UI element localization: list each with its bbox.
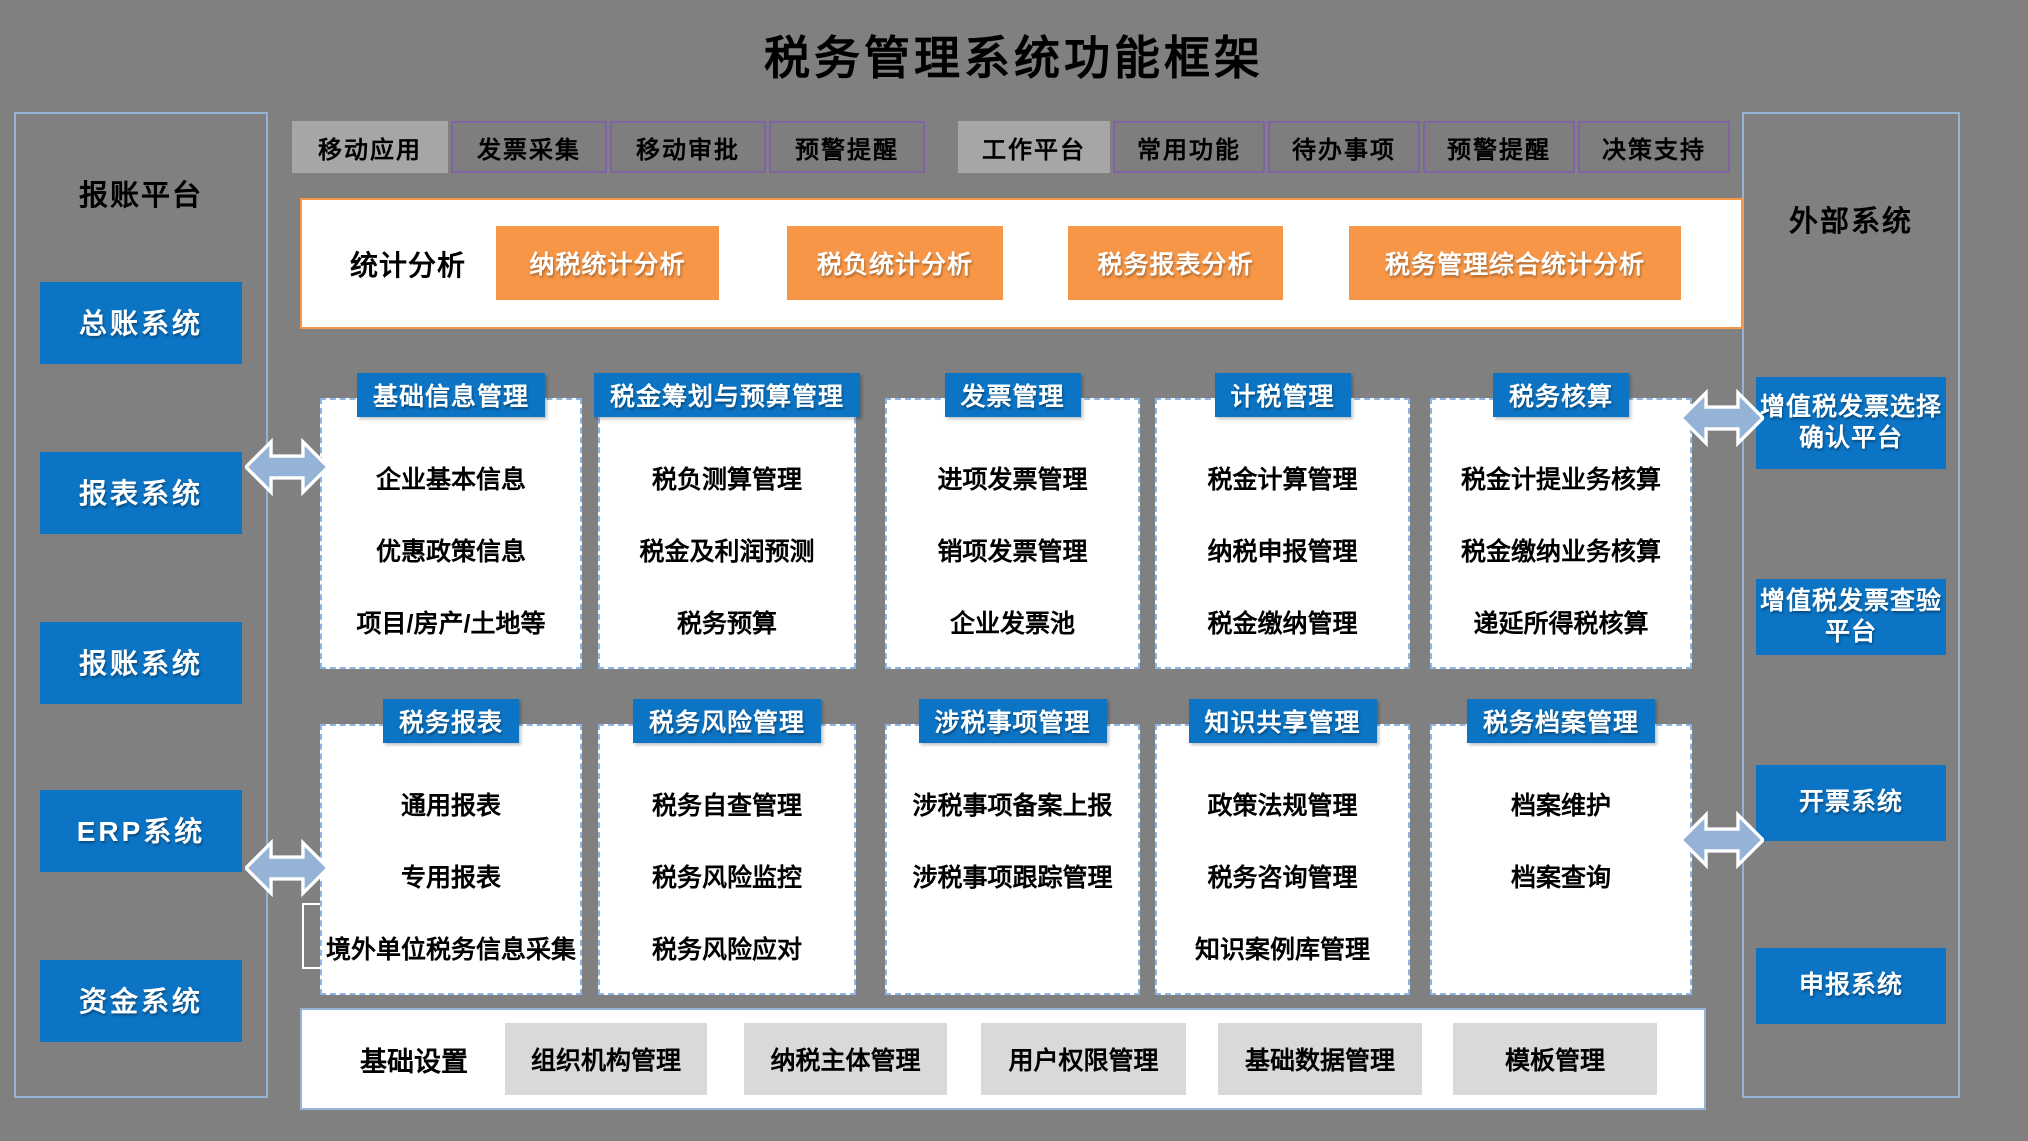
func-header-tax-archives[interactable]: 税务档案管理 [1466, 699, 1656, 743]
func-col-tax-reports: 税务报表 通用报表 专用报表 境外单位税务信息采集 [320, 699, 582, 995]
func-col-tax-accounting: 税务核算 税金计提业务核算 税金缴纳业务核算 递延所得税核算 [1430, 373, 1692, 669]
left-panel-title: 报账平台 [78, 180, 203, 212]
func-item: 税金及利润预测 [639, 538, 815, 566]
tab-mobile-approval[interactable]: 移动审批 [610, 121, 766, 173]
tab-common-functions[interactable]: 常用功能 [1113, 121, 1265, 173]
system-box-reporting[interactable]: 报表系统 [40, 452, 242, 534]
stat-item-tax-payment[interactable]: 纳税统计分析 [496, 226, 719, 300]
func-col-knowledge-sharing: 知识共享管理 政策法规管理 税务咨询管理 知识案例库管理 [1155, 699, 1410, 995]
func-col-tax-calc: 计税管理 税金计算管理 纳税申报管理 税金缴纳管理 [1155, 373, 1410, 669]
base-settings-section: 基础设置 组织机构管理 纳税主体管理 用户权限管理 基础数据管理 模板管理 [300, 1008, 1706, 1110]
func-item: 税务风险监控 [651, 864, 802, 892]
func-item: 通用报表 [400, 792, 501, 820]
func-item: 政策法规管理 [1207, 792, 1358, 820]
system-box-vat-invoice-verify[interactable]: 增值税发票查验平台 [1756, 579, 1946, 655]
func-item: 销项发票管理 [937, 538, 1088, 566]
func-item: 税金缴纳管理 [1207, 610, 1358, 638]
tab-invoice-collection[interactable]: 发票采集 [451, 121, 607, 173]
tab-alert-reminder-1[interactable]: 预警提醒 [769, 121, 925, 173]
base-settings-label: 基础设置 [360, 1046, 468, 1077]
tab-mobile-app[interactable]: 移动应用 [292, 121, 448, 173]
system-box-declaration[interactable]: 申报系统 [1756, 948, 1946, 1024]
base-item-template[interactable]: 模板管理 [1453, 1023, 1657, 1095]
func-item: 递延所得税核算 [1473, 610, 1649, 638]
func-item: 纳税申报管理 [1207, 538, 1358, 566]
left-panel: 报账平台 总账系统 报表系统 报账系统 ERP系统 资金系统 [14, 112, 268, 1098]
func-header-knowledge-sharing[interactable]: 知识共享管理 [1188, 699, 1377, 743]
system-box-funds[interactable]: 资金系统 [40, 960, 242, 1042]
left-right-arrow-icon [245, 437, 329, 497]
base-item-taxpayer[interactable]: 纳税主体管理 [744, 1023, 947, 1095]
func-header-invoice-mgmt[interactable]: 发票管理 [944, 373, 1081, 417]
stats-section: 统计分析 纳税统计分析 税负统计分析 税务报表分析 税务管理综合统计分析 [300, 198, 1743, 329]
func-item: 税务自查管理 [651, 792, 802, 820]
system-box-erp[interactable]: ERP系统 [40, 790, 242, 872]
func-item: 涉税事项跟踪管理 [912, 864, 1113, 892]
func-header-tax-reports[interactable]: 税务报表 [382, 699, 520, 743]
stats-label: 统计分析 [350, 249, 467, 281]
system-box-reimbursement[interactable]: 报账系统 [40, 622, 242, 704]
func-item: 税务咨询管理 [1207, 864, 1358, 892]
func-item: 专用报表 [400, 864, 501, 892]
func-col-tax-archives: 税务档案管理 档案维护 档案查询 [1430, 699, 1692, 995]
func-header-tax-matters[interactable]: 涉税事项管理 [918, 699, 1107, 743]
func-item: 企业基本信息 [375, 466, 526, 494]
func-header-tax-accounting[interactable]: 税务核算 [1492, 373, 1630, 417]
right-panel-title: 外部系统 [1788, 206, 1913, 238]
system-box-vat-invoice-select[interactable]: 增值税发票选择确认平台 [1756, 377, 1946, 469]
func-item: 企业发票池 [949, 610, 1075, 638]
tab-work-platform[interactable]: 工作平台 [958, 121, 1110, 173]
stat-item-tax-burden[interactable]: 税负统计分析 [787, 226, 1003, 300]
func-item: 项目/房产/土地等 [356, 610, 546, 638]
base-item-organization[interactable]: 组织机构管理 [505, 1023, 707, 1095]
stat-item-comprehensive[interactable]: 税务管理综合统计分析 [1349, 226, 1681, 300]
stat-item-tax-report[interactable]: 税务报表分析 [1068, 226, 1283, 300]
func-item: 税负测算管理 [651, 466, 802, 494]
func-item: 境外单位税务信息采集 [325, 936, 576, 964]
tab-group-mobile: 移动应用 发票采集 移动审批 预警提醒 [292, 121, 925, 173]
func-col-invoice-mgmt: 发票管理 进项发票管理 销项发票管理 企业发票池 [885, 373, 1140, 669]
tab-alert-reminder-2[interactable]: 预警提醒 [1423, 121, 1575, 173]
func-col-basic-info: 基础信息管理 企业基本信息 优惠政策信息 项目/房产/土地等 [320, 373, 582, 669]
system-box-invoicing[interactable]: 开票系统 [1756, 765, 1946, 841]
base-item-user-permission[interactable]: 用户权限管理 [981, 1023, 1186, 1095]
system-box-general-ledger[interactable]: 总账系统 [40, 282, 242, 364]
func-item: 知识案例库管理 [1194, 936, 1370, 964]
page-title: 税务管理系统功能框架 [764, 32, 1264, 84]
func-header-tax-risk[interactable]: 税务风险管理 [632, 699, 822, 743]
left-right-arrow-icon [245, 838, 329, 898]
left-right-arrow-icon [1680, 810, 1764, 870]
func-item: 进项发票管理 [937, 466, 1088, 494]
func-header-tax-calc[interactable]: 计税管理 [1214, 373, 1351, 417]
tab-todo-items[interactable]: 待办事项 [1268, 121, 1420, 173]
func-item: 优惠政策信息 [375, 538, 526, 566]
base-item-base-data[interactable]: 基础数据管理 [1218, 1023, 1422, 1095]
func-header-basic-info[interactable]: 基础信息管理 [356, 373, 546, 417]
func-col-tax-planning: 税金筹划与预算管理 税负测算管理 税金及利润预测 税务预算 [593, 373, 861, 669]
func-item: 税金计提业务核算 [1460, 466, 1661, 494]
func-item: 税务预算 [676, 610, 777, 638]
tab-group-workbench: 工作平台 常用功能 待办事项 预警提醒 决策支持 [958, 121, 1730, 173]
func-item: 档案查询 [1510, 864, 1611, 892]
func-col-tax-risk: 税务风险管理 税务自查管理 税务风险监控 税务风险应对 [598, 699, 856, 995]
right-panel: 外部系统 增值税发票选择确认平台 增值税发票查验平台 开票系统 申报系统 [1742, 112, 1960, 1098]
func-header-tax-planning[interactable]: 税金筹划与预算管理 [593, 373, 861, 417]
func-col-tax-matters: 涉税事项管理 涉税事项备案上报 涉税事项跟踪管理 [885, 699, 1140, 995]
func-item: 税务风险应对 [651, 936, 802, 964]
tab-decision-support[interactable]: 决策支持 [1578, 121, 1730, 173]
left-right-arrow-icon [1680, 388, 1764, 448]
func-item: 税金计算管理 [1207, 466, 1358, 494]
func-item: 税金缴纳业务核算 [1460, 538, 1661, 566]
func-item: 档案维护 [1510, 792, 1611, 820]
func-item: 涉税事项备案上报 [912, 792, 1113, 820]
